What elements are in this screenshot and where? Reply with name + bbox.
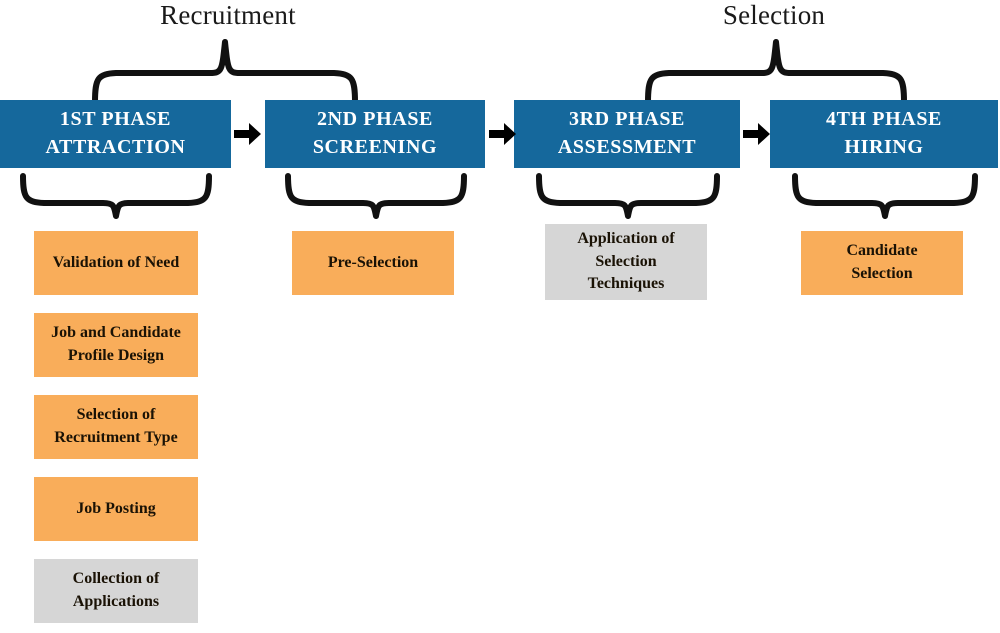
phase-1-name: ATTRACTION	[45, 136, 186, 158]
task-line: Selection	[595, 252, 657, 270]
task-line: Selection	[851, 265, 913, 282]
task-box-application-of-selection-techniques[interactable]: Application of Selection Techniques	[545, 224, 707, 300]
task-box-pre-selection[interactable]: Pre-Selection	[292, 231, 454, 295]
task-line: Pre-Selection	[327, 253, 419, 271]
group-caption-recruitment: Recruitment	[160, 0, 296, 30]
task-box-job-and-candidate-profile-design[interactable]: Job and Candidate Profile Design	[34, 313, 198, 377]
brace-phase-2-bottom	[285, 173, 467, 219]
brace-phase-1-bottom	[20, 173, 212, 219]
task-box-job-posting[interactable]: Job Posting	[34, 477, 198, 541]
task-box-validation-of-need[interactable]: Validation of Need	[34, 231, 198, 295]
task-box-selection-of-recruitment-type[interactable]: Selection of Recruitment Type	[34, 395, 198, 459]
phase-box-3[interactable]: 3RD PHASE ASSESSMENT	[514, 100, 740, 168]
task-box-candidate-selection[interactable]: Candidate Selection	[801, 231, 963, 295]
arrow-right-icon-1	[234, 122, 262, 146]
phase-box-1[interactable]: 1ST PHASE ATTRACTION	[0, 100, 231, 168]
phase-box-4[interactable]: 4TH PHASE HIRING	[770, 100, 998, 168]
phase-4-number: 4TH PHASE	[826, 108, 942, 131]
phase-4-name: HIRING	[844, 136, 924, 158]
task-line: Candidate	[846, 242, 918, 260]
phase-2-number: 2ND PHASE	[317, 108, 433, 131]
brace-recruitment-top	[92, 39, 358, 104]
arrow-right-icon-3	[743, 122, 771, 146]
phase-1-number: 1ST PHASE	[59, 108, 172, 131]
phase-3-number: 3RD PHASE	[569, 108, 685, 131]
task-line: Techniques	[587, 275, 665, 293]
phase-3-name: ASSESSMENT	[557, 136, 697, 158]
task-line: Profile Design	[67, 347, 165, 364]
task-line: Validation of Need	[52, 253, 180, 271]
task-line: Recruitment Type	[54, 429, 178, 446]
task-line: Selection of	[76, 406, 156, 424]
group-caption-selection: Selection	[722, 0, 826, 30]
phase-2-name: SCREENING	[312, 136, 438, 158]
arrow-right-icon-2	[489, 122, 517, 146]
task-line: Application of	[577, 229, 675, 247]
task-line: Collection of	[72, 570, 160, 588]
task-line: Job Posting	[76, 499, 156, 517]
task-line: Job and Candidate	[51, 324, 181, 342]
brace-phase-3-bottom	[536, 173, 720, 219]
brace-phase-4-bottom	[792, 173, 978, 219]
task-line: Applications	[72, 593, 160, 610]
brace-selection-top	[645, 39, 907, 104]
phase-box-2[interactable]: 2ND PHASE SCREENING	[265, 100, 485, 168]
task-box-collection-of-applications[interactable]: Collection of Applications	[34, 559, 198, 623]
